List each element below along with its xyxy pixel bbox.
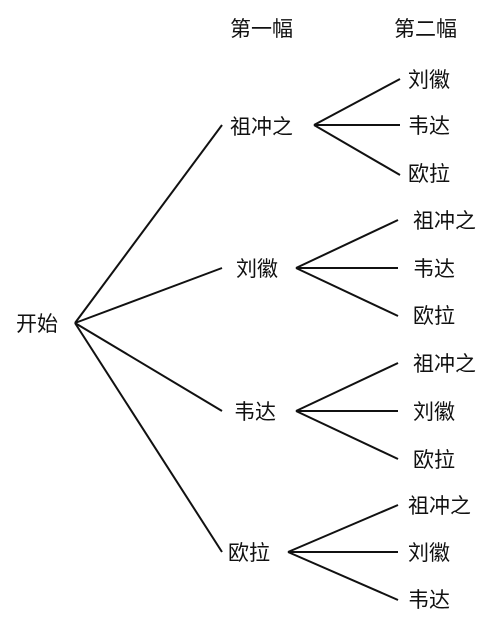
second-level-node: 欧拉 xyxy=(408,162,450,186)
edge-b4-c3 xyxy=(287,551,399,601)
first-level-node: 刘徽 xyxy=(236,257,278,281)
column-header-second: 第二幅 xyxy=(394,17,457,41)
edge-b3-c3 xyxy=(295,410,399,460)
second-level-node: 欧拉 xyxy=(413,304,455,328)
edge-root-3 xyxy=(74,322,223,412)
second-level-node: 祖冲之 xyxy=(408,494,471,518)
second-level-node: 刘徽 xyxy=(413,400,455,424)
second-level-node: 欧拉 xyxy=(413,448,455,472)
edge-b4-c1 xyxy=(287,504,399,553)
first-level-node: 祖冲之 xyxy=(230,115,293,139)
edge-b1-c1 xyxy=(313,78,401,126)
second-level-node: 刘徽 xyxy=(408,68,450,92)
root-node: 开始 xyxy=(16,312,58,336)
second-level-node: 祖冲之 xyxy=(413,352,476,376)
edge-b1-c3 xyxy=(313,124,401,176)
edge-root-4 xyxy=(74,322,223,553)
column-header-first: 第一幅 xyxy=(230,17,293,41)
edge-b2-c3 xyxy=(295,267,399,317)
second-level-node: 刘徽 xyxy=(408,541,450,565)
edge-root-1 xyxy=(74,124,223,324)
first-level-node: 韦达 xyxy=(234,400,276,424)
second-level-node: 韦达 xyxy=(408,114,450,138)
edge-b3-c1 xyxy=(295,362,399,412)
edge-b2-c1 xyxy=(295,219,399,269)
second-level-node: 韦达 xyxy=(413,257,455,281)
edge-root-2 xyxy=(74,267,223,324)
second-level-node: 祖冲之 xyxy=(413,209,476,233)
first-level-node: 欧拉 xyxy=(228,541,270,565)
second-level-node: 韦达 xyxy=(408,588,450,612)
